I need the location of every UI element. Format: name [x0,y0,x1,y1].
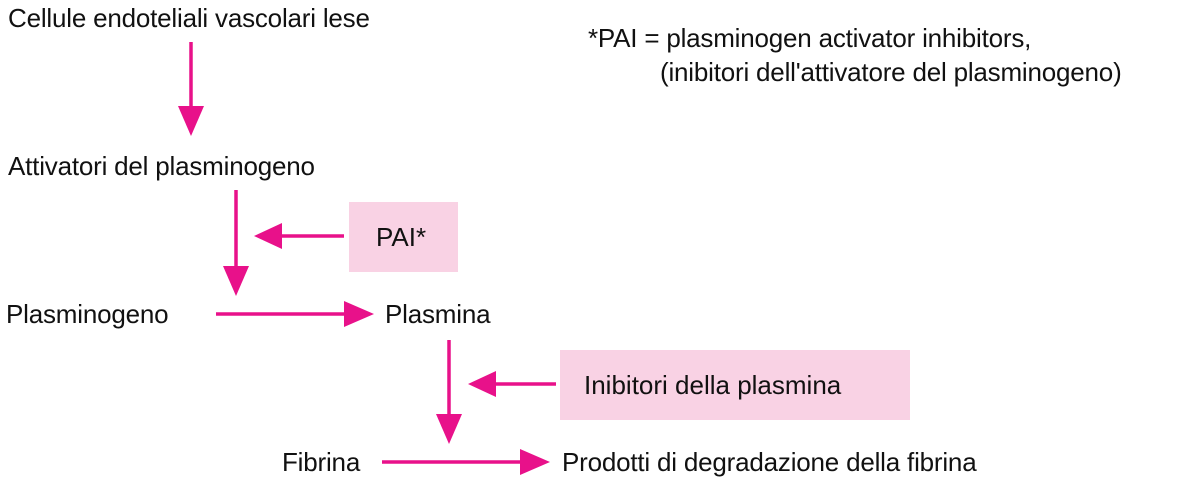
arrow-plasmin-inhibitors-inhibition [468,371,556,397]
arrow-plasmin-to-fibrin [436,340,462,444]
node-plasminogen: Plasminogeno [6,299,169,329]
arrow-plasminogen-to-plasmin [216,301,374,327]
node-endothelial-cells: Cellule endoteliali vascolari lese [8,3,370,33]
arrow-endothelial-to-activators [178,42,204,136]
node-plasminogen-activators: Attivatori del plasminogeno [8,151,315,181]
node-plasmin: Plasmina [385,299,491,329]
arrow-activators-to-plasminogen [223,190,249,296]
footnote-line-2: (inibitori dell'attivatore del plasminog… [660,57,1122,87]
arrow-fibrin-to-degradation-products [382,449,550,475]
footnote-line-1: *PAI = plasminogen activator inhibitors, [588,23,1032,53]
node-fibrin-degradation-products: Prodotti di degradazione della fibrina [562,447,977,477]
inhibitor-box-pai: PAI* [349,202,458,272]
inhibitor-box-plasmin: Inibitori della plasmina [560,350,910,420]
inhibitor-label-pai: PAI* [376,222,427,252]
inhibitor-label-plasmin: Inibitori della plasmina [584,370,842,400]
node-fibrin: Fibrina [282,447,361,477]
arrow-pai-inhibition [254,223,344,249]
